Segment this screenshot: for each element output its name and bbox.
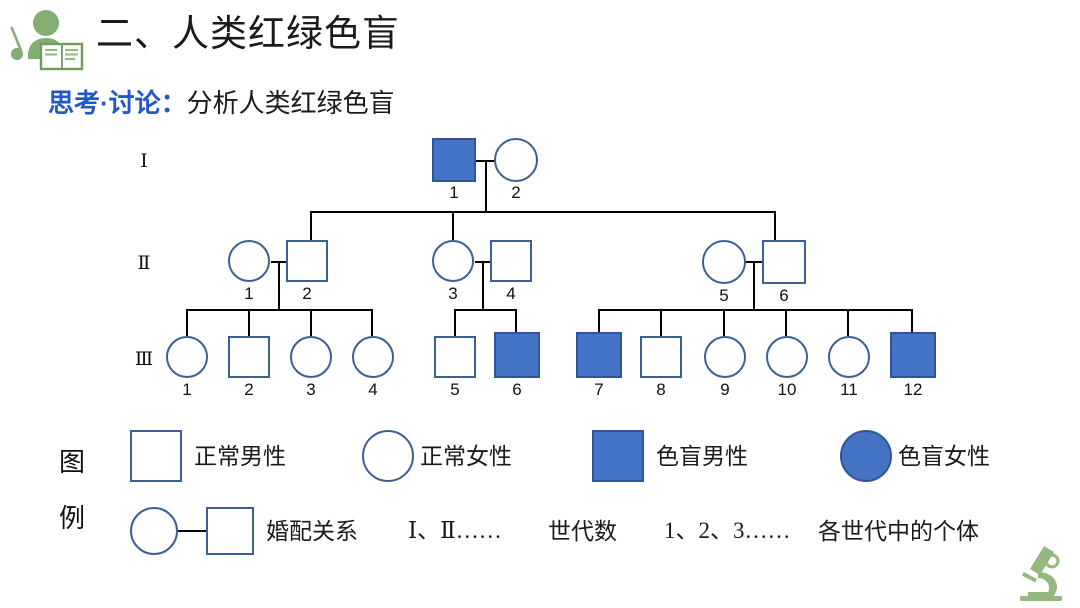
legend-title-char-2: 例 — [58, 503, 85, 533]
legend-mating-connector — [178, 530, 206, 532]
sibship-bar-II — [310, 211, 776, 213]
pedigree-id-III-9: 9 — [720, 380, 730, 399]
legend-roman-series: Ⅰ、Ⅱ…… — [408, 518, 502, 543]
pedigree-id-III-12: 12 — [903, 380, 923, 399]
generation-label-1: Ⅰ — [140, 151, 148, 172]
sibship-drop-III-10 — [785, 309, 787, 336]
sibship-drop-III-4 — [371, 309, 373, 336]
pedigree-id-III-11: 11 — [840, 380, 858, 399]
sibship-drop-III-7 — [598, 309, 600, 336]
legend-label-colorblind-male: 色盲男性 — [656, 443, 748, 469]
sibship-drop-III-12 — [911, 309, 913, 336]
mating-line-II-3-4 — [475, 261, 491, 263]
pedigree-individual-III-6[interactable] — [494, 332, 540, 378]
subtitle: 思考·讨论：分析人类红绿色盲 — [48, 86, 395, 120]
legend-title-char-1: 图 — [58, 447, 85, 477]
legend-label-normal-male: 正常男性 — [194, 443, 286, 469]
sibship-drop-III-8 — [660, 309, 662, 336]
legend-mating-circle — [130, 507, 178, 555]
mating-line-II-5-6 — [745, 261, 763, 263]
sibship-drop-III-2 — [248, 309, 250, 336]
pedigree-individual-II-1[interactable] — [228, 240, 270, 282]
pedigree-individual-III-11[interactable] — [828, 336, 870, 378]
pedigree-id-II-3: 3 — [448, 284, 458, 303]
subtitle-rest: 分析人类红绿色盲 — [186, 88, 395, 118]
pedigree-individual-III-1[interactable] — [166, 336, 208, 378]
pedigree-individual-II-2[interactable] — [286, 240, 328, 282]
generation-label-2: Ⅱ — [137, 253, 151, 274]
legend-symbol-open-circle — [362, 430, 414, 482]
pedigree-individual-I-1[interactable] — [432, 138, 476, 182]
pedigree-individual-III-3[interactable] — [290, 336, 332, 378]
pedigree-id-II-5: 5 — [719, 286, 729, 305]
legend-label-normal-female: 正常女性 — [420, 443, 512, 469]
legend-label-mating: 婚配关系 — [266, 518, 358, 544]
sibship-drop-II-2 — [310, 211, 312, 240]
pedigree-individual-II-5[interactable] — [702, 240, 746, 284]
pedigree-id-III-2: 2 — [244, 380, 254, 399]
pedigree-id-III-8: 8 — [656, 380, 666, 399]
sibship-bar-III-C — [598, 309, 912, 311]
sibship-bar-III-B — [454, 309, 517, 311]
pedigree-individual-II-4[interactable] — [490, 240, 532, 282]
pedigree-id-II-4: 4 — [506, 284, 516, 303]
pedigree-individual-III-9[interactable] — [704, 336, 746, 378]
pedigree-individual-III-5[interactable] — [434, 336, 476, 378]
legend-symbol-filled-square — [592, 430, 644, 482]
legend-symbol-filled-circle — [840, 430, 892, 482]
sibship-drop-III-1 — [186, 309, 188, 336]
sibship-drop-III-11 — [847, 309, 849, 336]
pedigree-id-III-5: 5 — [450, 380, 460, 399]
sibship-drop-III-9 — [723, 309, 725, 336]
sibship-drop-II-3 — [452, 211, 454, 240]
pedigree-individual-III-7[interactable] — [576, 332, 622, 378]
descent-stem-II-5-6 — [753, 261, 755, 310]
pedigree-individual-I-2[interactable] — [494, 138, 538, 182]
pedigree-id-II-6: 6 — [779, 286, 789, 305]
descent-stem-II-3-4 — [482, 261, 484, 310]
pedigree-id-III-3: 3 — [306, 380, 316, 399]
pedigree-individual-III-2[interactable] — [228, 336, 270, 378]
legend-symbol-open-square — [130, 430, 182, 482]
pedigree-individual-III-10[interactable] — [766, 336, 808, 378]
subtitle-lead: 思考·讨论： — [48, 88, 187, 118]
sibship-drop-III-6 — [515, 309, 517, 336]
teacher-pointer-book-icon — [8, 6, 86, 72]
pedigree-id-III-1: 1 — [182, 380, 192, 399]
pedigree-id-III-6: 6 — [512, 380, 522, 399]
mating-line-II-1-2 — [271, 261, 287, 263]
pedigree-individual-II-6[interactable] — [762, 240, 806, 284]
pedigree-individual-III-8[interactable] — [640, 336, 682, 378]
legend-label-colorblind-female: 色盲女性 — [898, 443, 990, 469]
sibship-drop-III-3 — [310, 309, 312, 336]
pedigree-id-III-7: 7 — [594, 380, 604, 399]
sibship-drop-III-5 — [454, 309, 456, 336]
microscope-icon — [1008, 542, 1072, 602]
mating-line-I-1-2 — [476, 160, 496, 162]
sibship-bar-III-A — [186, 309, 373, 311]
page-title: 二、人类红绿色盲 — [96, 13, 400, 54]
pedigree-individual-III-12[interactable] — [890, 332, 936, 378]
pedigree-id-II-2: 2 — [302, 284, 312, 303]
pedigree-id-II-1: 1 — [244, 284, 254, 303]
legend-mating-square — [206, 507, 254, 555]
pedigree-id-III-4: 4 — [368, 380, 378, 399]
legend-label-individual-number: 各世代中的个体 — [818, 518, 979, 544]
pedigree-id-I-2: 2 — [511, 183, 521, 202]
descent-stem-II-1-2 — [278, 261, 280, 310]
pedigree-individual-III-4[interactable] — [352, 336, 394, 378]
pedigree-individual-II-3[interactable] — [432, 240, 474, 282]
descent-stem-I — [485, 160, 487, 212]
generation-label-3: Ⅲ — [134, 349, 154, 370]
legend-arabic-series: 1、2、3…… — [664, 518, 791, 543]
pedigree-id-I-1: 1 — [449, 183, 459, 202]
pedigree-id-III-10: 10 — [777, 380, 797, 399]
sibship-drop-II-5 — [774, 211, 776, 240]
legend-label-generation-number: 世代数 — [548, 518, 617, 544]
